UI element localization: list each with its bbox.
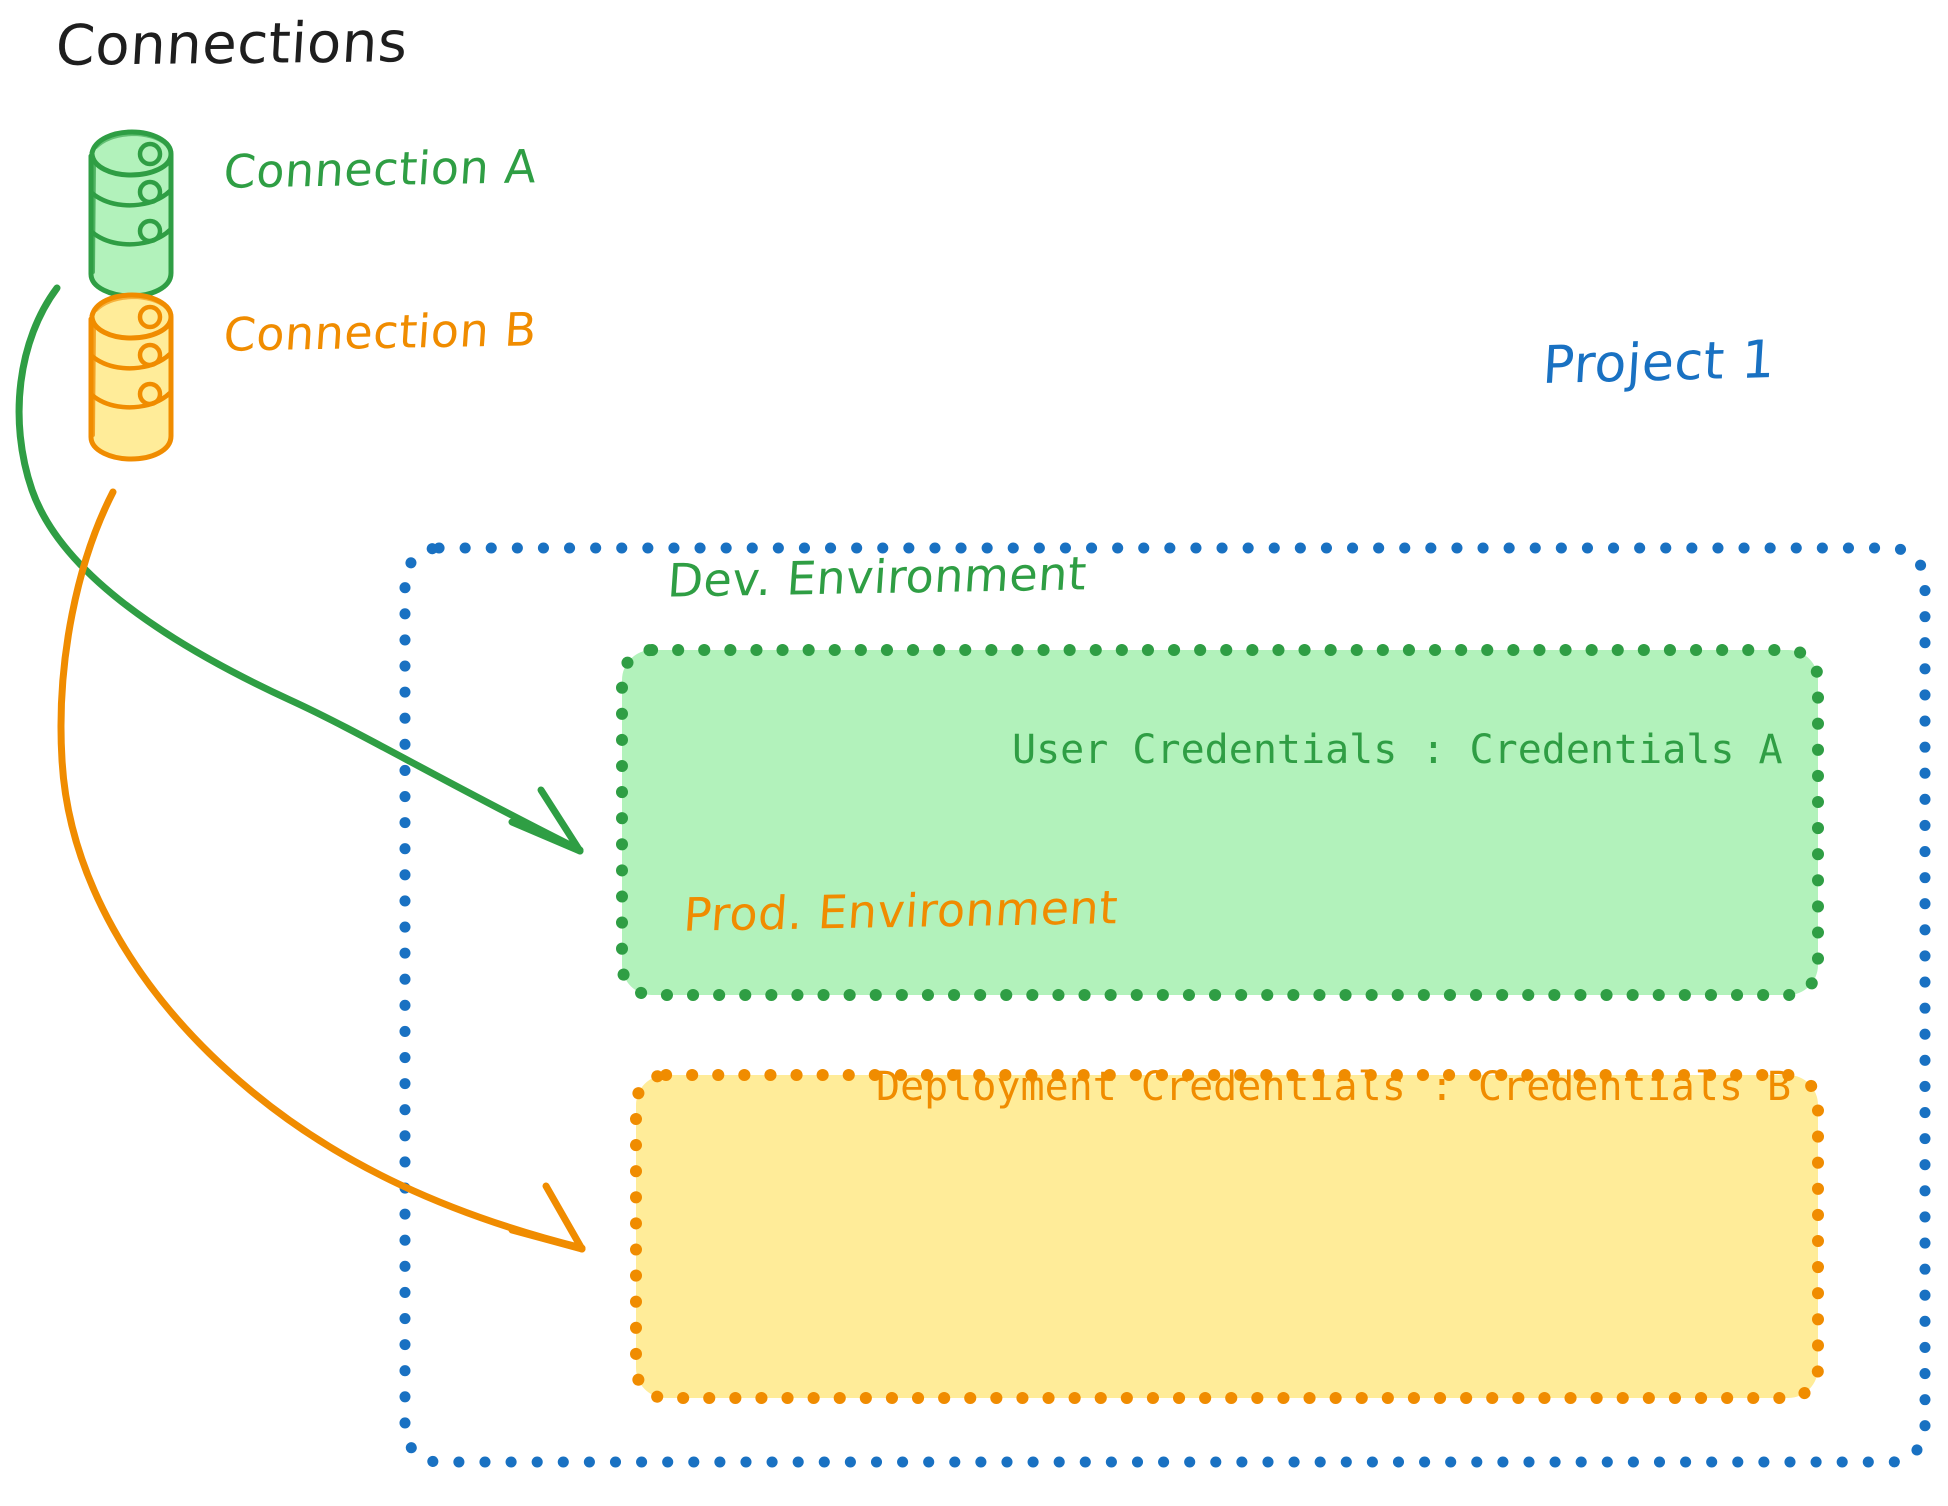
prod-environment-title: Prod. Environment bbox=[681, 880, 1120, 942]
database-cylinder-icon-a[interactable] bbox=[88, 129, 174, 299]
prod-environment-fill bbox=[636, 1075, 1818, 1398]
arrow-connection-b-to-prod bbox=[57, 488, 586, 1253]
project-box-border bbox=[399, 542, 1931, 1468]
page-title: Connections bbox=[53, 10, 410, 79]
dev-environment-fill bbox=[622, 650, 1818, 995]
prod-environment-border bbox=[630, 1069, 1824, 1404]
prod-environment-credentials: Deployment Credentials : Credentials B bbox=[876, 1064, 1792, 1110]
dev-environment-title: Dev. Environment bbox=[665, 546, 1089, 608]
project-title: Project 1 bbox=[1540, 329, 1778, 397]
connection-b-label[interactable]: Connection B bbox=[221, 302, 539, 362]
dev-environment-credentials: User Credentials : Credentials A bbox=[1012, 727, 1783, 773]
arrow-connection-a-to-dev bbox=[15, 284, 584, 855]
dev-environment-border bbox=[616, 644, 1824, 1001]
database-cylinder-icon-b[interactable] bbox=[88, 292, 174, 462]
connection-a-label[interactable]: Connection A bbox=[221, 139, 539, 199]
